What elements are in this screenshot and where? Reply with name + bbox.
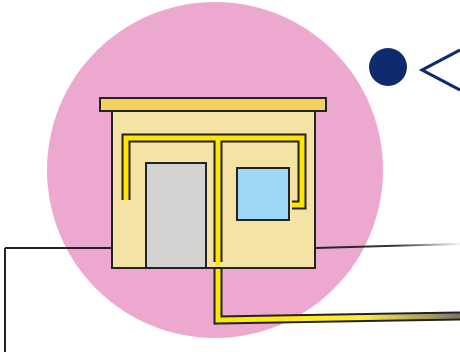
underground-wire bbox=[213, 262, 460, 325]
house bbox=[99, 97, 327, 269]
left-angle-bracket-icon bbox=[418, 48, 460, 92]
ground-trench bbox=[4, 243, 460, 353]
house-door bbox=[145, 162, 207, 269]
callout-pointer bbox=[369, 48, 460, 92]
house-wiring bbox=[121, 133, 307, 266]
house-roof bbox=[99, 97, 327, 112]
filled-circle-icon bbox=[369, 48, 407, 86]
house-window bbox=[236, 167, 290, 221]
